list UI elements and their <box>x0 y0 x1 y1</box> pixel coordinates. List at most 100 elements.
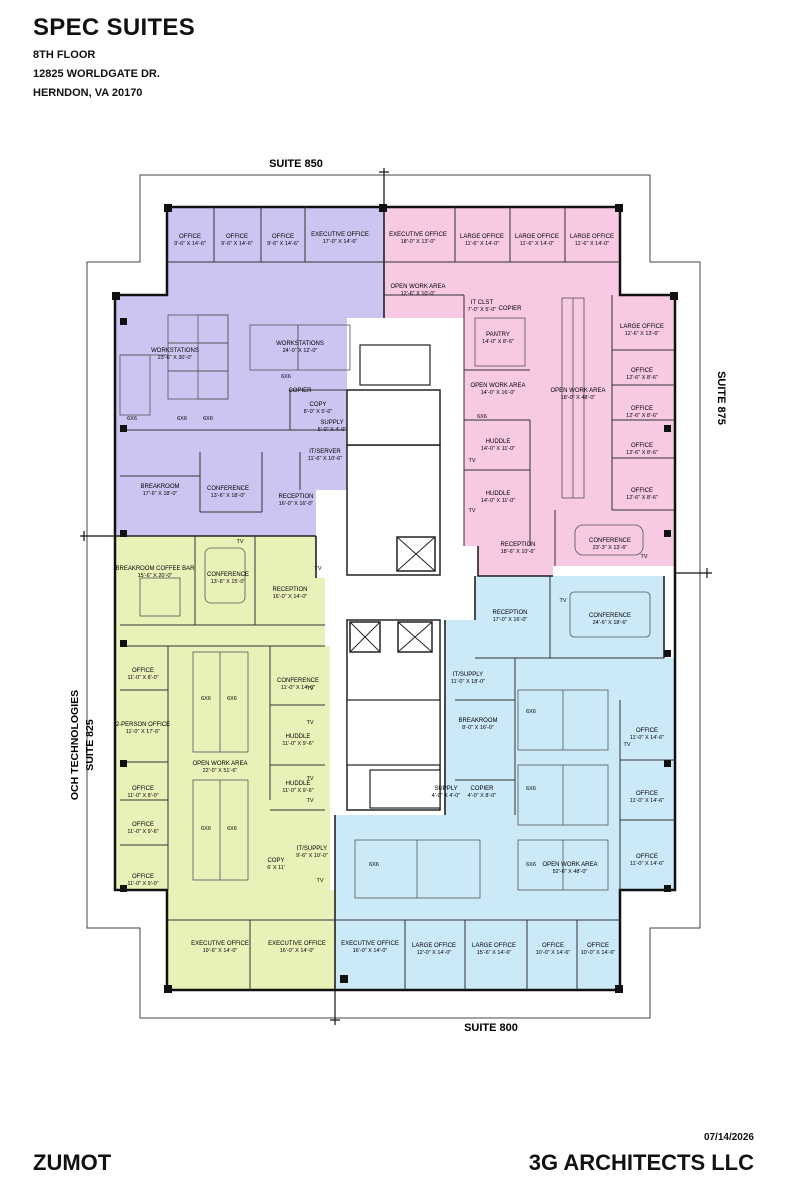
room-name-blue-7: OFFICE <box>636 728 658 734</box>
room-name-pink-4: OPEN WORK AREA <box>390 284 445 290</box>
room-dim-blue-4: 4'-0" X 4'-0" <box>432 793 461 799</box>
room-dim-blue-10: 16'-0" X 14'-0" <box>353 948 388 954</box>
room-dim-purple-4: 23'-6" X 30'-0" <box>158 355 193 361</box>
room-name-pink-11: HUDDLE <box>486 491 511 497</box>
room-name-purple-2: OFFICE <box>272 234 294 240</box>
room-name-green-5: OFFICE <box>132 786 154 792</box>
tv-mark-20: TV <box>468 458 475 464</box>
room-name-purple-0: OFFICE <box>179 234 201 240</box>
tv-mark-13: TV <box>236 539 243 545</box>
room-dim-purple-12: 16'-0" X 16'-0" <box>279 501 314 507</box>
room-dim-blue-8: 11'-0" X 14'-6" <box>630 798 664 804</box>
room-dim-green-2: 16'-0" X 14'-0" <box>273 594 308 600</box>
room-dim-purple-0: 9'-6" X 14'-6" <box>174 241 206 247</box>
room-dim-green-3: 11'-0" X 8'-0" <box>127 675 158 681</box>
workstation-mark-0: 6X6 <box>127 416 137 422</box>
room-name-pink-0: EXECUTIVE OFFICE <box>389 232 447 238</box>
room-dim-green-15: 16'-0" X 14'-0" <box>280 948 315 954</box>
room-name-purple-4: WORKSTATIONS <box>151 348 199 354</box>
suite-850-label: SUITE 850 <box>269 158 323 170</box>
suite-875-area <box>384 207 675 576</box>
room-name-purple-9: IT/SERVER <box>309 449 341 455</box>
room-name-green-15: EXECUTIVE OFFICE <box>268 941 326 947</box>
workstation-mark-5: 6X6 <box>227 696 237 702</box>
room-name-pink-3: LARGE OFFICE <box>570 234 614 240</box>
room-dim-pink-8: 14'-0" X 16'-0" <box>481 390 516 396</box>
room-name-pink-15: OFFICE <box>631 443 653 449</box>
room-dim-pink-3: 11'-6" X 14'-0" <box>575 241 609 247</box>
room-dim-green-14: 19'-6" X 14'-0" <box>203 948 238 954</box>
room-dim-purple-7: 8'-0" X 5'-6" <box>304 409 333 415</box>
room-name-green-3: OFFICE <box>132 668 154 674</box>
room-dim-green-13: 6' X 11' <box>267 865 285 871</box>
structural-columns <box>112 204 678 993</box>
suite-800-label: SUITE 800 <box>464 1022 518 1034</box>
room-dim-pink-9: 18'-0" X 48'-0" <box>561 395 596 401</box>
room-name-green-2: RECEPTION <box>272 587 307 593</box>
room-dim-blue-3: 8'-0" X 16'-0" <box>462 725 494 731</box>
address-city: HERNDON, VA 20170 <box>33 87 143 99</box>
suite-800-area <box>335 576 675 990</box>
room-dim-blue-0: 17'-0" X 16'-0" <box>493 617 528 623</box>
room-name-pink-8: OPEN WORK AREA <box>470 383 525 389</box>
room-dim-blue-13: 10'-0" X 14'-6" <box>536 950 571 956</box>
room-dim-pink-15: 12'-6" X 8'-6" <box>626 450 658 456</box>
room-dim-blue-14: 10'-0" X 14'-6" <box>581 950 616 956</box>
room-dim-green-12: 9'-6" X 10'-0" <box>296 853 328 859</box>
tv-mark-24: TV <box>623 742 630 748</box>
room-dim-pink-7: 14'-0" X 8'-6" <box>482 339 514 345</box>
room-dim-pink-1: 11'-6" X 14'-0" <box>465 241 499 247</box>
workstation-mark-11: 6X6 <box>369 862 379 868</box>
room-dim-blue-11: 12'-0" X 14'-0" <box>417 950 452 956</box>
suite-825-tenant-label: OCH TECHNOLOGIES <box>69 690 81 800</box>
room-dim-blue-9: 11'-0" X 14'-6" <box>630 861 664 867</box>
room-name-pink-18: RECEPTION <box>500 542 535 548</box>
room-name-purple-1: OFFICE <box>226 234 248 240</box>
workstation-mark-3: 6X6 <box>281 374 291 380</box>
suite-boundary-markers <box>80 168 712 1025</box>
room-name-purple-5: WORKSTATIONS <box>276 341 324 347</box>
room-dim-green-1: 13'-6" X 15'-0" <box>211 579 246 585</box>
room-name-pink-5: IT CLST <box>471 300 494 306</box>
room-dim-blue-6: 52'-6" X 48'-0" <box>553 869 588 875</box>
room-name-purple-6: COPIER <box>288 388 312 394</box>
workstation-mark-6: 6X6 <box>201 826 211 832</box>
room-name-green-14: EXECUTIVE OFFICE <box>191 941 249 947</box>
room-name-blue-13: OFFICE <box>542 943 564 949</box>
room-name-blue-12: LARGE OFFICE <box>472 943 516 949</box>
workstation-mark-4: 6X6 <box>201 696 211 702</box>
room-dim-pink-12: 12'-6" X 13'-6" <box>625 331 660 337</box>
restroom-south <box>346 699 441 766</box>
room-dim-blue-2: 11'-0" X 18'-0" <box>451 679 485 685</box>
room-dim-green-0: 15'-6" X 20'-0" <box>138 573 173 579</box>
room-dim-pink-11: 14'-0" X 11'-0" <box>481 498 515 504</box>
suite-825-label: SUITE 825 <box>84 719 96 771</box>
workstation-mark-1: 6X6 <box>177 416 187 422</box>
tv-mark-17: TV <box>306 776 313 782</box>
room-dim-purple-9: 11'-6" X 10'-6" <box>308 456 342 462</box>
tv-mark-14: TV <box>314 566 321 572</box>
room-name-pink-17: CONFERENCE <box>589 538 631 544</box>
room-name-purple-10: BREAKROOM <box>140 484 179 490</box>
room-name-pink-7: PANTRY <box>486 332 510 338</box>
room-dim-green-4: 11'-0" X 17'-6" <box>126 729 160 735</box>
tv-mark-18: TV <box>306 798 313 804</box>
room-dim-pink-4: 12'-6" X 10'-0" <box>401 291 436 297</box>
address-street: 12825 WORLDGATE DR. <box>33 68 160 80</box>
room-name-purple-11: CONFERENCE <box>207 486 249 492</box>
room-dim-purple-2: 9'-6" X 14'-6" <box>267 241 299 247</box>
room-name-blue-1: CONFERENCE <box>589 613 631 619</box>
architect-name: 3G ARCHITECTS LLC <box>528 1150 754 1175</box>
tv-mark-22: TV <box>640 554 647 560</box>
stair-south <box>369 769 441 809</box>
room-name-green-6: OFFICE <box>132 822 154 828</box>
suite-850-area <box>115 207 384 536</box>
room-name-purple-3: EXECUTIVE OFFICE <box>311 232 369 238</box>
tv-mark-15: TV <box>306 686 313 692</box>
pink-workstations <box>474 297 644 556</box>
room-dim-blue-12: 15'-6" X 14'-6" <box>477 950 512 956</box>
room-name-green-0: BREAKROOM COFFEE BAR <box>115 566 195 572</box>
workstation-mark-7: 6X6 <box>227 826 237 832</box>
